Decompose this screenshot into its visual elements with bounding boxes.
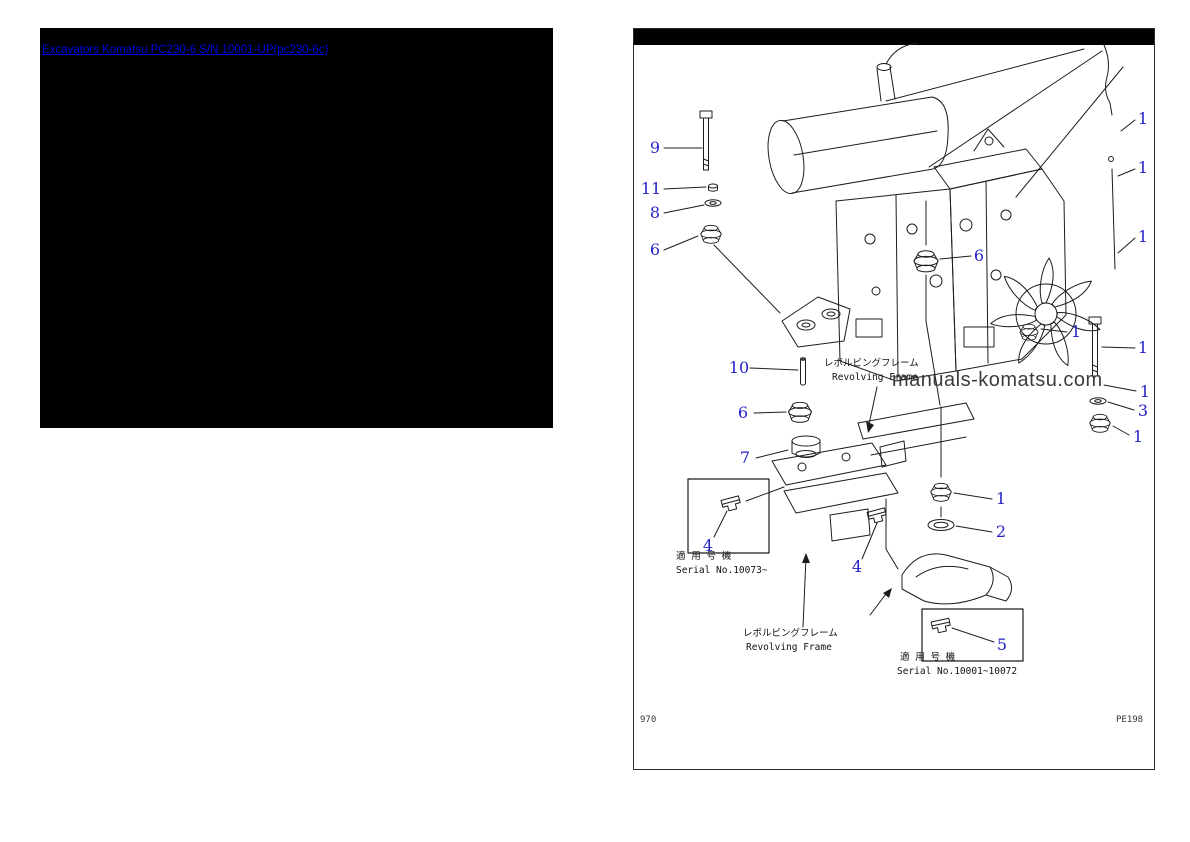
serial-note-1-label: 適 用 号 機 <box>676 551 732 562</box>
callout-4-a: 4 <box>702 536 714 555</box>
callout-1-d: 1 <box>1070 322 1082 341</box>
callout-1-e: 1 <box>1137 338 1149 357</box>
revolving-frame-label-center-en: Revolving Frame <box>832 372 918 383</box>
callout-1-b: 1 <box>1137 158 1149 177</box>
serial-note-1-range: Serial No.10073~ <box>676 565 768 576</box>
parts-diagram-panel: 9 11 8 6 6 1 1 1 1 1 1 3 1 10 6 7 4 4 1 … <box>633 28 1155 770</box>
serial-note-2-label: 適 用 号 機 <box>900 652 956 663</box>
sheet-code-right: PE198 <box>1116 715 1144 725</box>
callout-6-b: 6 <box>973 246 985 265</box>
diagram-top-bar <box>634 29 1154 45</box>
serial-note-2-range: Serial No.10001~10072 <box>897 666 1018 677</box>
revolving-frame-label-bottom-en: Revolving Frame <box>746 642 832 653</box>
callout-5: 5 <box>996 635 1008 654</box>
sheet-code-left: 970 <box>640 715 657 725</box>
callout-1-h: 1 <box>995 489 1007 508</box>
callout-1-a: 1 <box>1137 109 1149 128</box>
callout-2: 2 <box>995 522 1007 541</box>
callout-11: 11 <box>640 179 662 198</box>
revolving-frame-label-bottom-jp: レボルビングフレーム <box>743 628 838 639</box>
callout-9: 9 <box>649 138 661 157</box>
callout-6-a: 6 <box>649 240 661 259</box>
product-title-link[interactable]: Excavators Komatsu PC230-6 S/N 10001-UP(… <box>42 44 329 56</box>
callout-6-c: 6 <box>737 403 749 422</box>
callout-3: 3 <box>1137 401 1149 420</box>
callout-10: 10 <box>728 358 750 377</box>
revolving-frame-label-center-jp: レボルビングフレーム <box>824 358 919 369</box>
callout-7: 7 <box>739 448 751 467</box>
callout-1-f: 1 <box>1139 382 1151 401</box>
callout-8: 8 <box>649 203 661 222</box>
callout-4-b: 4 <box>851 557 863 576</box>
watermark: manuals-komatsu.com <box>892 369 1103 391</box>
callout-1-c: 1 <box>1137 227 1149 246</box>
callout-1-g: 1 <box>1132 427 1144 446</box>
parts-diagram-drawing <box>663 42 1137 662</box>
product-image-placeholder: Excavators Komatsu PC230-6 S/N 10001-UP(… <box>40 28 553 428</box>
